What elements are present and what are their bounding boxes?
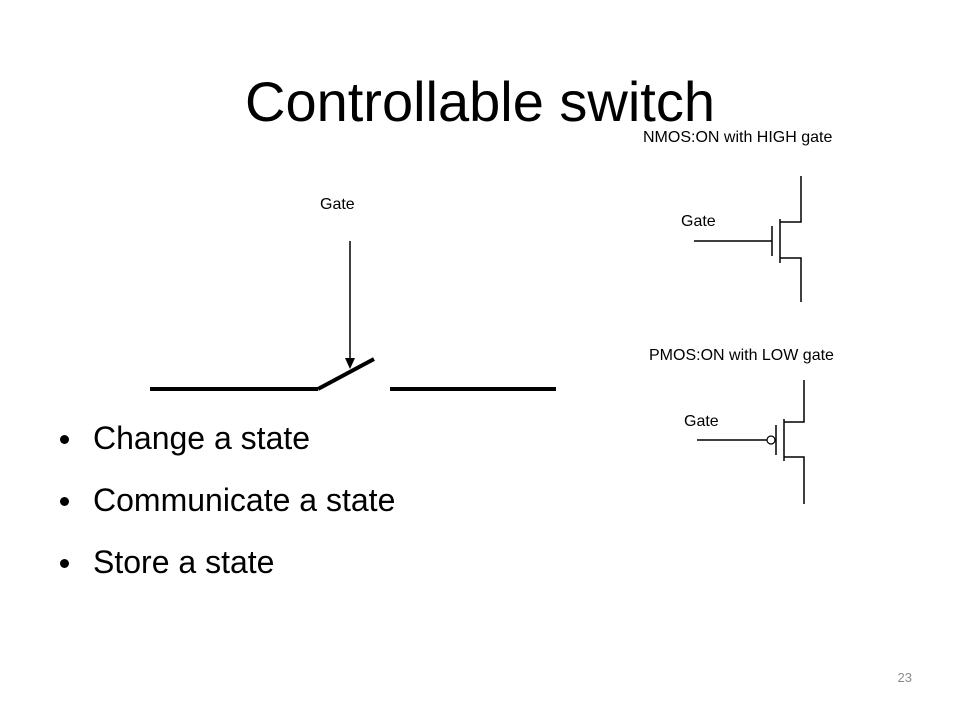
nmos-gate-label: Gate [681,213,716,230]
nmos-drain [780,176,802,223]
switch-symbol [150,241,556,391]
bullet-dot-icon [60,497,69,506]
bullet-item: Change a state [60,418,395,458]
pmos-source [784,380,805,423]
bullet-text: Change a state [93,420,311,456]
bullet-dot-icon [60,559,69,568]
bullet-item: Communicate a state [60,480,395,520]
nmos-symbol [694,176,802,302]
pmos-gate-label: Gate [684,413,719,430]
nmos-source [780,257,802,302]
switch-blade [317,357,375,391]
bullet-text: Store a state [93,544,275,580]
switch-gate-label: Gate [320,196,355,213]
bullet-list: Change a state Communicate a state Store… [60,418,395,604]
pmos-caption: PMOS:ON with LOW gate [649,347,834,364]
page-number: 23 [897,670,912,685]
slide-title: Controllable switch [245,70,715,133]
bullet-item: Store a state [60,542,395,582]
pmos-drain [784,456,805,504]
bullet-dot-icon [60,435,69,444]
switch-gate-arrowhead [345,358,355,369]
pmos-symbol [697,380,805,504]
pmos-inversion-bubble [766,435,776,445]
bullet-text: Communicate a state [93,482,396,518]
nmos-caption: NMOS:ON with HIGH gate [643,129,833,146]
